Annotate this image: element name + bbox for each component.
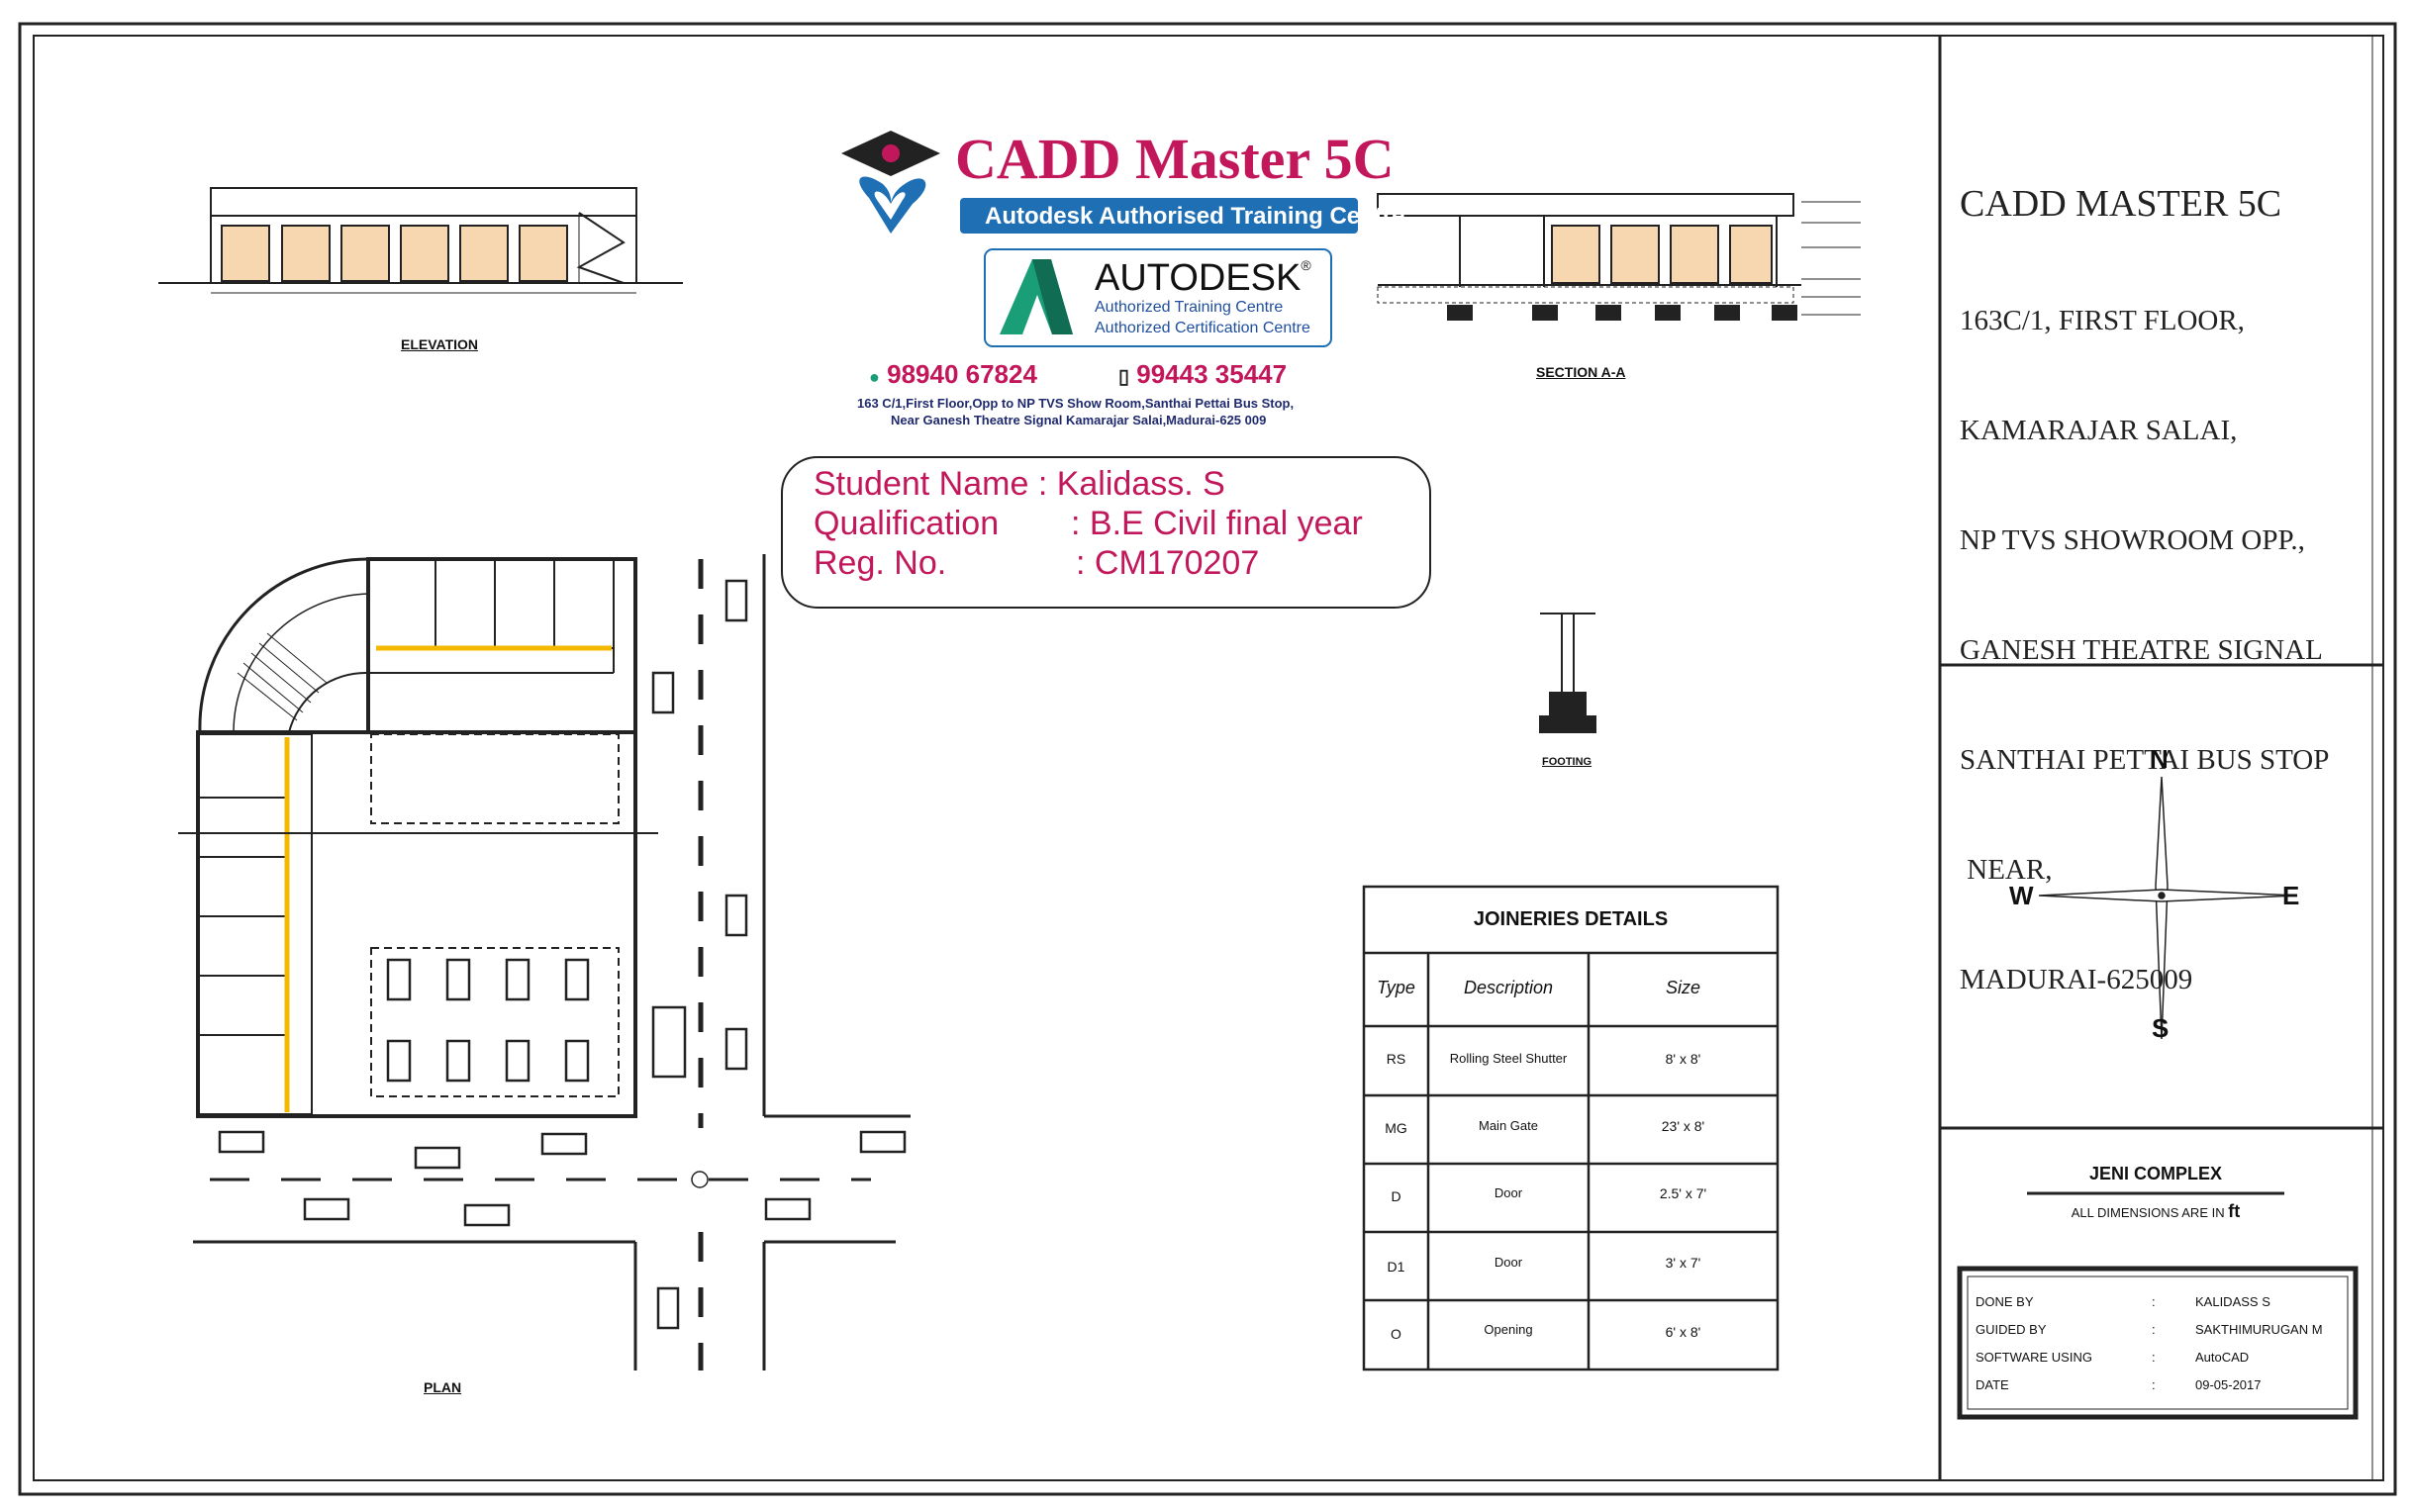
joinery-row-size: 2.5' x 7' — [1659, 1185, 1707, 1201]
info-table: DONE BY:KALIDASS S GUIDED BY:SAKTHIMURUG… — [1976, 1288, 2323, 1399]
joinery-title: JOINERIES DETAILS — [1473, 908, 1669, 930]
joinery-row-desc: Main Gate — [1479, 1118, 1538, 1133]
company-address: 163C/1, FIRST FLOOR, KAMARAJAR SALAI, NP… — [1960, 305, 2330, 995]
compass-w: W — [2009, 881, 2034, 910]
joinery-row-size: 6' x 8' — [1665, 1324, 1701, 1340]
joinery-row-type: D — [1391, 1188, 1401, 1204]
joinery-row-size: 3' x 7' — [1665, 1255, 1701, 1271]
student-qualification-row: Qualification: B.E Civil final year — [814, 505, 1363, 542]
footing-label: FOOTING — [1542, 756, 1592, 768]
inner-border — [33, 35, 2384, 1481]
address-line-2: Near Ganesh Theatre Signal Kamarajar Sal… — [891, 413, 1267, 427]
joinery-row-type: RS — [1386, 1051, 1406, 1067]
joinery-row-desc: Door — [1494, 1255, 1523, 1270]
brand-tagline: Autodesk Authorised Training Centre — [985, 203, 1405, 230]
joinery-row-desc: Door — [1494, 1185, 1523, 1200]
mobile-icon: ▯ — [1118, 366, 1130, 388]
project-name: JENI COMPLEX — [2088, 1164, 2223, 1183]
dimensions-note: ALL DIMENSIONS ARE IN ft — [2071, 1201, 2241, 1221]
joinery-row-size: 8' x 8' — [1665, 1051, 1701, 1067]
joinery-row-desc: Rolling Steel Shutter — [1449, 1051, 1568, 1066]
joinery-header-description: Description — [1463, 978, 1554, 997]
info-row: DATE:09-05-2017 — [1976, 1377, 2262, 1392]
info-row: DONE BY:KALIDASS S — [1976, 1294, 2270, 1309]
joinery-header-type: Type — [1377, 978, 1415, 997]
joinery-row-size: 23' x 8' — [1661, 1118, 1705, 1134]
compass-s: S — [2152, 1013, 2170, 1043]
info-row: SOFTWARE USING:AutoCAD — [1976, 1350, 2250, 1365]
section-drawing — [1377, 193, 1861, 321]
section-label: SECTION A-A — [1536, 364, 1626, 380]
student-name-row: Student Name : Kalidass. S — [814, 465, 1225, 503]
brand-title: CADD Master 5C — [955, 127, 1395, 191]
autodesk-box — [984, 248, 1332, 347]
info-row: GUIDED BY:SAKTHIMURUGAN M — [1976, 1322, 2323, 1337]
phone-1: ● 98940 67824 — [869, 359, 1037, 389]
joinery-row-type: D1 — [1387, 1259, 1405, 1275]
company-name: CADD MASTER 5C — [1960, 183, 2282, 225]
footing-drawing — [1539, 613, 1596, 733]
elevation-drawing — [158, 187, 683, 294]
outer-border — [18, 22, 2397, 1496]
whatsapp-icon: ● — [869, 367, 880, 387]
elevation-label: ELEVATION — [401, 336, 479, 352]
joinery-header-size: Size — [1665, 978, 1700, 997]
compass-n: N — [2150, 744, 2169, 774]
autodesk-wordmark: AUTODESK® — [1095, 257, 1311, 299]
joinery-row-type: O — [1391, 1326, 1401, 1342]
compass-e: E — [2282, 881, 2300, 910]
plan-drawing — [178, 554, 911, 1370]
joinery-table-grid — [1362, 885, 1780, 1371]
student-box-outline — [781, 456, 1431, 609]
address-line-1: 163 C/1,First Floor,Opp to NP TVS Show R… — [857, 396, 1295, 411]
joinery-row-type: MG — [1385, 1120, 1407, 1136]
plan-label: PLAN — [424, 1379, 462, 1395]
compass-rose — [2038, 776, 2297, 1040]
autodesk-line1: Authorized Training Centre — [1095, 299, 1284, 316]
phone-2: ▯ 99443 35447 — [1118, 359, 1288, 389]
cadd-logo-icon — [841, 131, 940, 234]
autodesk-line2: Authorized Certification Centre — [1095, 320, 1310, 336]
tagline-banner — [960, 198, 1358, 234]
joinery-row-desc: Opening — [1484, 1322, 1533, 1337]
student-reg-row: Reg. No.: CM170207 — [814, 544, 1260, 582]
info-box — [1957, 1266, 2359, 1420]
